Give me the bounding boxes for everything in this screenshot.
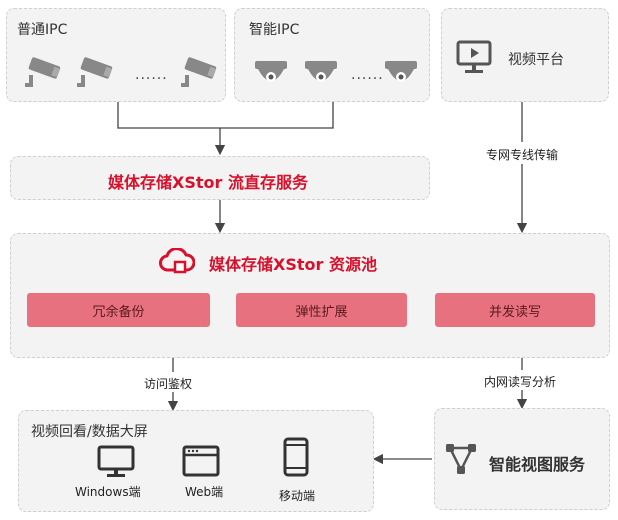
smart-view-box: 智能视图服务 xyxy=(434,408,610,510)
client-windows: Windows端 xyxy=(75,485,141,499)
smart-ipc-box: 智能IPC ...... xyxy=(234,8,430,102)
intranet-rw-label: 内网读写分析 xyxy=(484,375,557,389)
resource-pool-box: 媒体存储XStor 资源池 冗余备份 弹性扩展 并发读写 xyxy=(10,233,610,358)
resource-pool-title: 媒体存储XStor 资源池 xyxy=(209,255,377,274)
bullet-camera-icon xyxy=(181,57,217,87)
stream-service-box: 媒体存储XStor 流直存服务 xyxy=(10,156,430,200)
client-web: Web端 xyxy=(185,485,224,499)
playback-box: 视频回看/数据大屏 Windows端 Web端 移动端 xyxy=(18,410,374,512)
video-platform-box: 视频平台 xyxy=(441,8,609,102)
more-cameras-dots: ...... xyxy=(135,67,168,83)
browser-window-icon xyxy=(182,445,220,477)
desktop-monitor-icon xyxy=(97,445,135,477)
access-auth-label: 访问鉴权 xyxy=(144,377,193,391)
graph-nodes-icon xyxy=(446,444,476,474)
ipc-merge-line xyxy=(117,102,334,129)
cloud-storage-icon xyxy=(159,248,195,274)
dome-camera-icon xyxy=(305,61,337,82)
smart-view-title: 智能视图服务 xyxy=(489,455,586,474)
playback-title: 视频回看/数据大屏 xyxy=(31,424,148,440)
bullet-camera-icon xyxy=(77,57,113,87)
client-mobile: 移动端 xyxy=(279,489,316,503)
bullet-camera-icon xyxy=(25,57,61,87)
dome-camera-icon xyxy=(255,61,287,82)
stream-service-title: 媒体存储XStor 流直存服务 xyxy=(108,173,308,192)
mobile-phone-icon xyxy=(283,437,309,477)
video-platform-title: 视频平台 xyxy=(508,52,564,68)
normal-ipc-title: 普通IPC xyxy=(17,22,68,38)
feature-redundant-backup: 冗余备份 xyxy=(27,293,210,327)
smart-ipc-title: 智能IPC xyxy=(249,22,300,38)
feature-concurrent-rw: 并发读写 xyxy=(435,293,595,327)
dome-camera-icon xyxy=(385,61,417,82)
feature-elastic-scaling: 弹性扩展 xyxy=(236,293,407,327)
dedicated-line-label: 专网专线传输 xyxy=(486,148,559,162)
monitor-play-icon xyxy=(456,40,492,73)
more-cameras-dots: ...... xyxy=(351,67,384,83)
normal-ipc-box: 普通IPC ...... xyxy=(6,8,226,102)
